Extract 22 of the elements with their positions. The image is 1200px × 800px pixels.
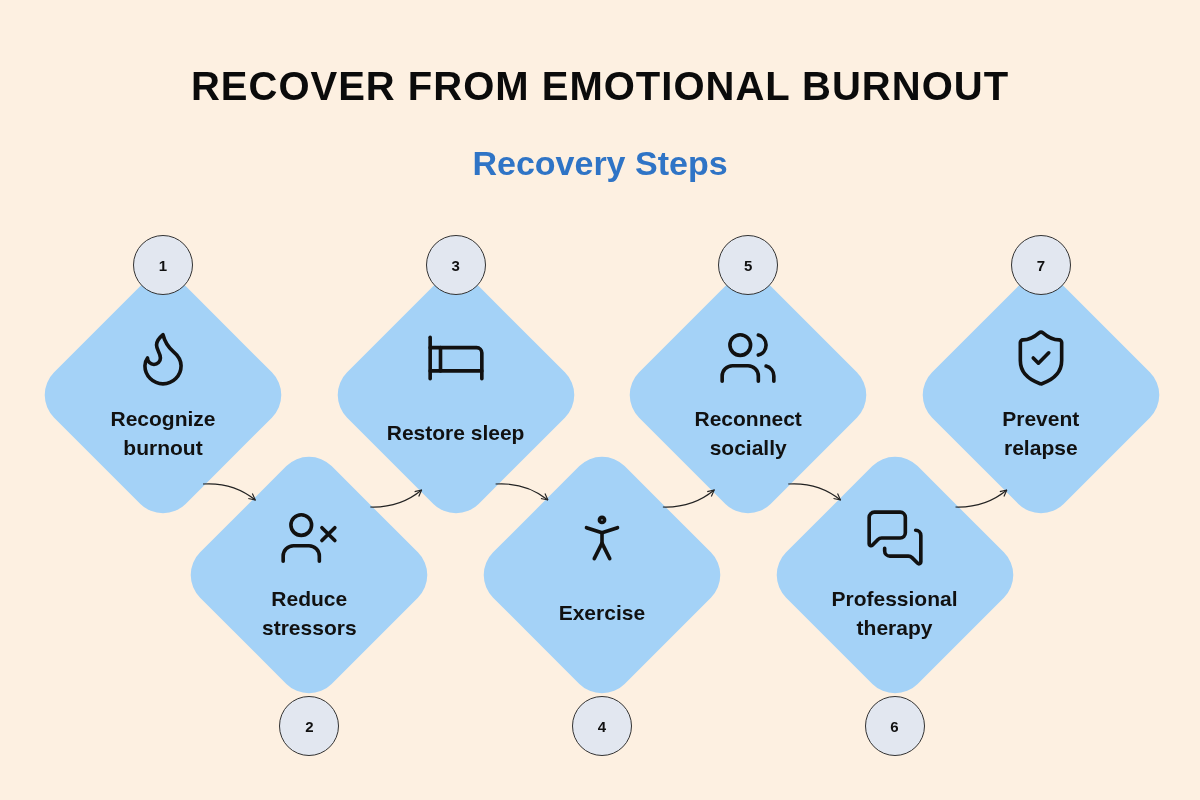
step-number: 5 [718, 235, 779, 295]
step-number: 2 [279, 696, 340, 756]
step-label: Reconnect socially [693, 405, 803, 461]
subtitle: Recovery Steps [472, 145, 728, 183]
title: RECOVER FROM EMOTIONAL BURNOUT [190, 64, 1010, 108]
step-label: Recognize burnout [109, 405, 217, 461]
step-label: Professional therapy [830, 585, 959, 641]
curved-arrow [369, 489, 423, 508]
step-number: 3 [425, 235, 486, 295]
step-number: 6 [864, 696, 925, 756]
step-label: Restore sleep [385, 420, 526, 447]
step-label: Exercise [557, 600, 647, 627]
curved-arrow [787, 483, 842, 501]
step-number: 1 [133, 235, 193, 295]
step-label: Reduce stressors [261, 585, 358, 641]
curved-arrow [954, 489, 1008, 508]
step-number: 4 [571, 696, 632, 756]
step-number: 7 [1010, 235, 1071, 295]
curved-arrow [662, 489, 715, 508]
curved-arrow [202, 483, 256, 501]
curved-arrow [495, 483, 549, 501]
step-label: Prevent relapse [1001, 405, 1081, 461]
